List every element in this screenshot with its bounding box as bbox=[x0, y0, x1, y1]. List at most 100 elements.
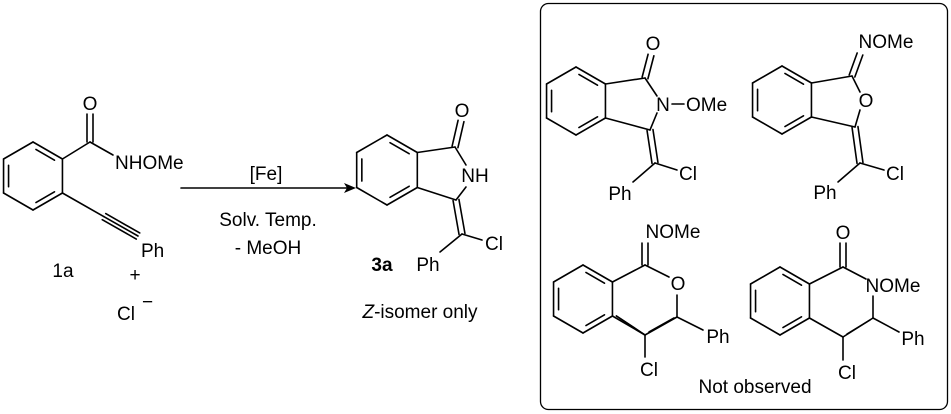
exocyclic-double-bond bbox=[458, 198, 466, 235]
reactant-label: 1a bbox=[52, 261, 74, 282]
benzene-bond bbox=[386, 134, 419, 154]
imine-bond bbox=[854, 54, 864, 78]
aromatic-inner-bond bbox=[35, 148, 56, 161]
bond bbox=[676, 316, 704, 331]
c-nome: NOMe bbox=[646, 222, 701, 243]
bond bbox=[461, 233, 483, 241]
plus-sign: + bbox=[129, 265, 140, 286]
aromatic-inner-bond bbox=[35, 191, 56, 204]
ring-double-bond bbox=[648, 317, 675, 333]
a-o: O bbox=[646, 34, 661, 55]
bond bbox=[810, 116, 856, 128]
a-ome: OMe bbox=[686, 95, 727, 116]
aromatic-inner-bond bbox=[585, 314, 606, 327]
bond bbox=[455, 186, 467, 201]
aromatic-inner-bond bbox=[389, 141, 410, 155]
product-nh: NH bbox=[461, 166, 488, 187]
benzene-bond bbox=[355, 134, 388, 154]
benzene-bond bbox=[749, 317, 781, 336]
benzene-bond bbox=[552, 264, 584, 283]
benzene-bond bbox=[575, 66, 607, 85]
benzene-bond bbox=[779, 266, 811, 285]
bond bbox=[61, 141, 91, 160]
aromatic-inner-bond bbox=[578, 73, 599, 86]
carbonyl-bond bbox=[647, 54, 655, 80]
product-ph: Ph bbox=[416, 255, 439, 276]
aromatic-inner-bond bbox=[784, 115, 805, 128]
benzene-bond bbox=[355, 186, 388, 206]
benzene-bond bbox=[779, 317, 811, 336]
not-observed-caption: Not observed bbox=[698, 377, 811, 398]
product-note: Z-isomer only bbox=[361, 302, 478, 323]
exocyclic-double-bond bbox=[857, 125, 864, 164]
d-o: O bbox=[836, 223, 851, 244]
bond bbox=[649, 112, 658, 131]
bond bbox=[644, 77, 658, 97]
aromatic-inner-bond bbox=[389, 185, 410, 199]
bond bbox=[808, 266, 844, 285]
bond bbox=[89, 141, 114, 156]
product-cl: Cl bbox=[485, 234, 503, 255]
benzene-bond bbox=[781, 65, 813, 84]
b-o: O bbox=[859, 91, 874, 112]
b-cl: Cl bbox=[886, 164, 904, 185]
aromatic-inner-bond bbox=[782, 316, 803, 329]
ring-double-bond bbox=[846, 319, 871, 335]
product-o: O bbox=[455, 101, 470, 122]
benzene-bond bbox=[751, 116, 783, 135]
alkyne-bond bbox=[104, 212, 141, 234]
a-n: N bbox=[656, 95, 670, 116]
aromatic-inner-bond bbox=[784, 72, 805, 85]
alkyne-bond bbox=[101, 218, 138, 240]
benzene-bond bbox=[582, 264, 614, 283]
bond bbox=[416, 186, 457, 201]
reactant-amide: NHOMe bbox=[115, 153, 184, 174]
c-ph: Ph bbox=[706, 327, 729, 348]
bond bbox=[810, 75, 853, 84]
d-cl: Cl bbox=[838, 363, 856, 384]
bond bbox=[851, 75, 861, 93]
catalyst: [Fe] bbox=[250, 164, 283, 185]
exocyclic-double-bond bbox=[452, 199, 460, 236]
exocyclic-double-bond bbox=[646, 129, 653, 165]
conditions-line1: Solv. Temp. bbox=[219, 210, 317, 231]
aromatic-inner-bond bbox=[782, 273, 803, 286]
chloride-reagent: Cl bbox=[117, 304, 135, 325]
a-ph: Ph bbox=[608, 184, 631, 205]
bond bbox=[837, 162, 861, 183]
bond bbox=[654, 162, 678, 171]
bond bbox=[439, 233, 463, 253]
bond bbox=[872, 317, 900, 333]
chloride-charge: − bbox=[142, 292, 153, 313]
benzene-bond bbox=[751, 65, 783, 84]
bond bbox=[854, 109, 861, 128]
exocyclic-double-bond bbox=[652, 128, 659, 164]
bond bbox=[611, 264, 646, 283]
bond bbox=[61, 192, 105, 218]
bond bbox=[416, 146, 456, 154]
c-cl: Cl bbox=[640, 360, 658, 381]
benzene-bond bbox=[545, 66, 577, 85]
benzene-bond bbox=[749, 266, 781, 285]
benzene-bond bbox=[32, 192, 64, 211]
alkyne-bond bbox=[103, 215, 139, 237]
imine-bond bbox=[848, 52, 858, 76]
carbonyl-bond bbox=[457, 120, 465, 149]
benzene-bond bbox=[386, 186, 419, 206]
carbonyl-bond bbox=[451, 119, 459, 148]
bonds bbox=[2, 52, 900, 361]
benzene-bond bbox=[2, 192, 34, 211]
aromatic-inner-bond bbox=[585, 271, 606, 284]
b-nome: NOMe bbox=[859, 32, 914, 53]
conditions-line2: - MeOH bbox=[235, 238, 302, 259]
exocyclic-double-bond bbox=[851, 126, 858, 165]
benzene-bond bbox=[781, 116, 813, 135]
a-cl: Cl bbox=[679, 164, 697, 185]
bond bbox=[604, 77, 646, 85]
carbonyl-bond bbox=[641, 53, 649, 79]
bond bbox=[454, 146, 467, 166]
bond bbox=[632, 162, 656, 183]
reactant-ph: Ph bbox=[141, 241, 164, 262]
bond bbox=[859, 162, 885, 171]
benzene-bond bbox=[545, 117, 577, 136]
